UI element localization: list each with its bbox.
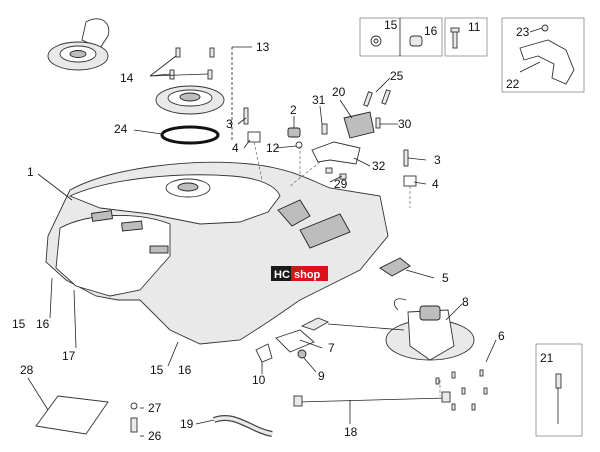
- box-part-11: [444, 17, 488, 57]
- bolt-washer-right: [403, 149, 417, 187]
- callout-7: 7: [328, 341, 335, 355]
- washer-12: [295, 141, 303, 149]
- callout-1: 1: [27, 165, 34, 179]
- callout-30: 30: [398, 117, 412, 131]
- callout-numbers: 1 2 3 3 4 4 5 6 7 8 9 10 11 12 13 14 15 …: [12, 18, 554, 443]
- screw-9: [297, 349, 307, 359]
- hose-18: [293, 391, 451, 407]
- hose-19: [212, 415, 273, 437]
- box-part-21: [535, 343, 583, 437]
- callout-18: 18: [344, 425, 358, 439]
- callout-13: 13: [256, 40, 270, 54]
- callout-17: 17: [62, 349, 76, 363]
- leader-lines: [27, 27, 543, 437]
- rubber-pad-5: [379, 257, 411, 277]
- screws-14: [169, 47, 215, 80]
- callout-19: 19: [180, 417, 194, 431]
- callout-4-left: 4: [232, 141, 239, 155]
- bolt-washer-left: [243, 107, 261, 143]
- callout-24: 24: [114, 122, 128, 136]
- callout-11: 11: [468, 20, 481, 34]
- callout-3-right: 3: [434, 153, 441, 167]
- pad-28: [35, 395, 109, 435]
- box-parts-22-23: [501, 17, 585, 93]
- callout-15-left: 15: [12, 317, 26, 331]
- callout-10: 10: [252, 373, 266, 387]
- logo-text-shop: shop: [294, 269, 321, 281]
- callout-31: 31: [312, 93, 326, 107]
- bracket-10: [255, 343, 273, 363]
- callout-15-bottom: 15: [150, 363, 164, 377]
- callout-9: 9: [318, 369, 325, 383]
- box-parts-15-16: [359, 17, 443, 57]
- grommet-2: [287, 127, 301, 138]
- logo-text-hc: HC: [274, 269, 290, 281]
- screw-26-27: [130, 402, 138, 433]
- callout-2: 2: [290, 103, 297, 117]
- callout-15-top: 15: [384, 18, 398, 32]
- callout-27: 27: [148, 401, 162, 415]
- callout-16-top: 16: [424, 24, 438, 38]
- callout-14: 14: [120, 71, 134, 85]
- callout-32: 32: [372, 159, 386, 173]
- callout-26: 26: [148, 429, 162, 443]
- fuel-tank: [45, 161, 389, 345]
- filler-ring: [155, 85, 225, 115]
- callout-4-right: 4: [432, 177, 439, 191]
- callout-8: 8: [462, 295, 469, 309]
- callout-23: 23: [516, 25, 530, 39]
- callout-29: 29: [334, 177, 348, 191]
- callout-20: 20: [332, 85, 346, 99]
- alignment-dashes: [253, 141, 441, 396]
- hc-shop-logo: HC shop: [271, 266, 328, 281]
- callout-25: 25: [390, 69, 404, 83]
- plate-7: [275, 329, 315, 353]
- callout-21: 21: [540, 351, 554, 365]
- callout-12: 12: [266, 141, 280, 155]
- callout-6: 6: [498, 329, 505, 343]
- bracket-assembly: [311, 89, 391, 180]
- callout-3-left: 3: [226, 117, 233, 131]
- callout-16-bottom: 16: [178, 363, 192, 377]
- callout-22: 22: [506, 77, 520, 91]
- callout-5: 5: [442, 271, 449, 285]
- fuel-cap-assembly: [47, 18, 110, 71]
- gasket-24: [160, 125, 220, 145]
- callout-28: 28: [20, 363, 34, 377]
- callout-16-left: 16: [36, 317, 50, 331]
- fuel-pump: [300, 298, 488, 411]
